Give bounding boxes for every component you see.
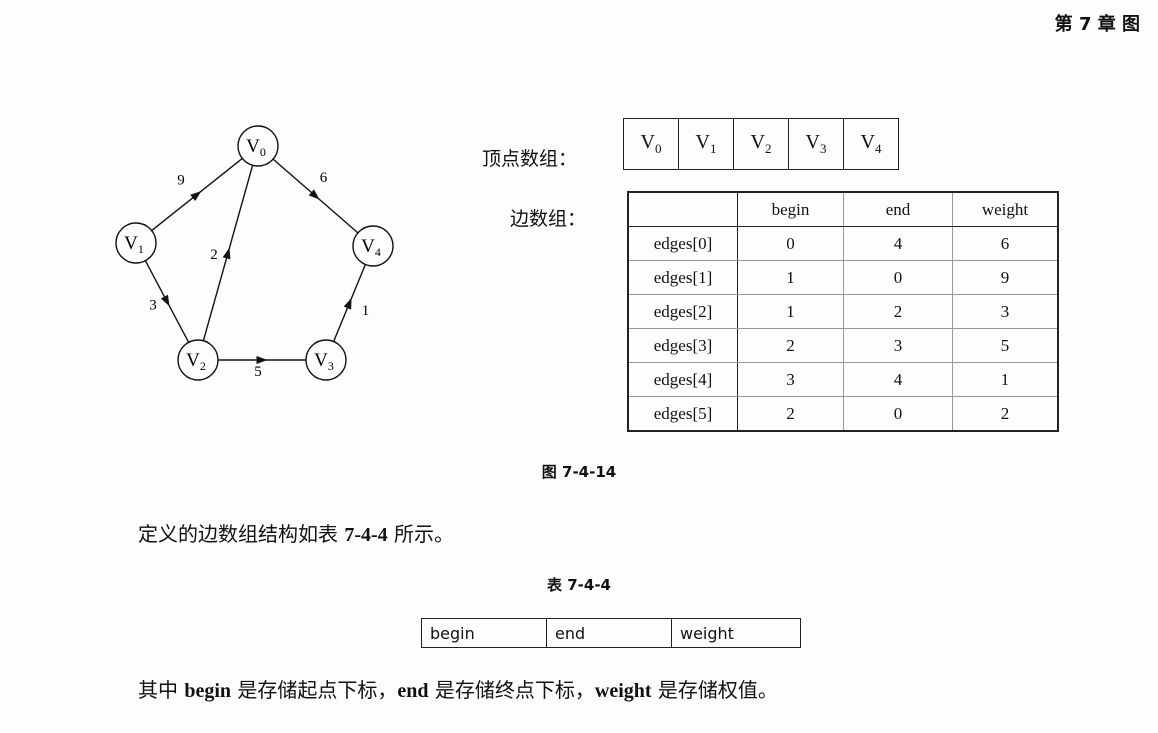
table-cell: edges[5] (627, 396, 738, 432)
table-cell: 1 (737, 260, 844, 295)
header-cell: weight (952, 191, 1059, 227)
vertex-label: V1 (124, 233, 144, 256)
table-cell: 1 (737, 294, 844, 329)
vertex-array: V0 V1 V2 V3 V4 (623, 118, 899, 170)
table-row: edges[4] 3 4 1 (627, 362, 1059, 397)
table-cell: 3 (737, 362, 844, 397)
graph-vertex (352, 225, 394, 267)
table-caption: 表 7-4-4 (547, 576, 611, 594)
edge-weight-label: 1 (362, 303, 370, 319)
table-row: begin end weight (421, 618, 801, 648)
table-cell: 4 (843, 226, 953, 261)
table-row: edges[2] 1 2 3 (627, 294, 1059, 329)
edge-arrowhead (308, 189, 320, 200)
vertex-cell: V2 (733, 118, 789, 170)
keyword-weight: weight (594, 680, 652, 702)
paragraph-text: 是存储起点下标， (231, 678, 398, 702)
struct-field-begin: begin (421, 618, 547, 648)
vertex-cell: V4 (843, 118, 899, 170)
paragraph: 其中 begin 是存储起点下标，end 是存储终点下标，weight 是存储权… (138, 674, 778, 703)
edge-struct-table: begin end weight (421, 618, 801, 648)
table-header-row: begin end weight (627, 191, 1059, 227)
vertex-label: V0 (246, 136, 266, 159)
table-cell: 0 (737, 226, 844, 261)
edge-weight-label: 5 (254, 364, 262, 380)
edge-arrowhead (343, 297, 352, 310)
table-cell: 2 (843, 294, 953, 329)
paragraph: 定义的边数组结构如表 7-4-4 所示。 (138, 518, 454, 547)
graph-vertex (305, 339, 347, 381)
table-row: edges[5] 2 0 2 (627, 396, 1059, 432)
table-row: edges[3] 2 3 5 (627, 328, 1059, 363)
vertex-cell-text: V4 (860, 131, 882, 156)
vertex-cell-text: V1 (695, 131, 717, 156)
table-cell: 2 (952, 396, 1059, 432)
table-cell: edges[1] (627, 260, 738, 295)
table-cell: 2 (737, 328, 844, 363)
struct-field-end: end (546, 618, 672, 648)
header-cell: end (843, 191, 953, 227)
edge-array-label: 边数组： (510, 208, 587, 230)
table-cell: edges[3] (627, 328, 738, 363)
header-cell: begin (737, 191, 844, 227)
table-cell: 3 (952, 294, 1059, 329)
vertex-cell: V0 (623, 118, 679, 170)
vertex-cell: V3 (788, 118, 844, 170)
table-cell: 0 (843, 260, 953, 295)
table-cell: edges[4] (627, 362, 738, 397)
graph-vertex (177, 339, 219, 381)
edge-arrowhead (222, 247, 231, 260)
edge-weight-label: 2 (210, 247, 218, 263)
edge-weight-label: 6 (320, 170, 328, 186)
vertex-label: V3 (314, 350, 334, 373)
table-cell: 2 (737, 396, 844, 432)
graph-vertex (237, 125, 279, 167)
edge-array-table: begin end weight edges[0] 0 4 6 edges[1]… (627, 191, 1059, 432)
table-cell: edges[0] (627, 226, 738, 261)
struct-field-weight: weight (671, 618, 801, 648)
table-cell: 0 (843, 396, 953, 432)
edge-arrowhead (160, 294, 170, 307)
edge-weight-label: 9 (177, 173, 185, 189)
vertex-label: V2 (186, 350, 206, 373)
graph-edges: 6 9 3 5 1 2 (144, 157, 370, 380)
table-cell: 6 (952, 226, 1059, 261)
keyword-end: end (397, 680, 429, 702)
vertex-cell-text: V0 (640, 131, 662, 156)
vertex-label: V4 (361, 236, 381, 259)
table-cell: 1 (952, 362, 1059, 397)
vertex-cell: V1 (678, 118, 734, 170)
table-reference: 7-4-4 (344, 524, 388, 546)
table-cell: 4 (843, 362, 953, 397)
table-row: edges[0] 0 4 6 (627, 226, 1059, 261)
paragraph-text: 所示。 (387, 522, 455, 546)
edge-arrowhead (256, 356, 268, 364)
figure-caption: 图 7-4-14 (541, 463, 617, 481)
paragraph-text: 是存储终点下标， (428, 678, 595, 702)
vertex-cell-text: V3 (805, 131, 827, 156)
header-cell (627, 191, 738, 227)
graph-vertex (115, 222, 157, 264)
table-cell: 5 (952, 328, 1059, 363)
table-cell: edges[2] (627, 294, 738, 329)
edge-weight-label: 3 (149, 298, 157, 314)
paragraph-text: 其中 (138, 678, 185, 702)
table-cell: 3 (843, 328, 953, 363)
paragraph-text: 定义的边数组结构如表 (138, 522, 345, 546)
table-row: edges[1] 1 0 9 (627, 260, 1059, 295)
keyword-begin: begin (184, 680, 232, 702)
table-cell: 9 (952, 260, 1059, 295)
vertex-cell-text: V2 (750, 131, 772, 156)
chapter-header: 第 7 章 图 (1054, 14, 1140, 35)
vertex-array-label: 顶点数组： (482, 148, 578, 170)
paragraph-text: 是存储权值。 (651, 678, 778, 702)
edge-arrowhead (190, 191, 202, 202)
